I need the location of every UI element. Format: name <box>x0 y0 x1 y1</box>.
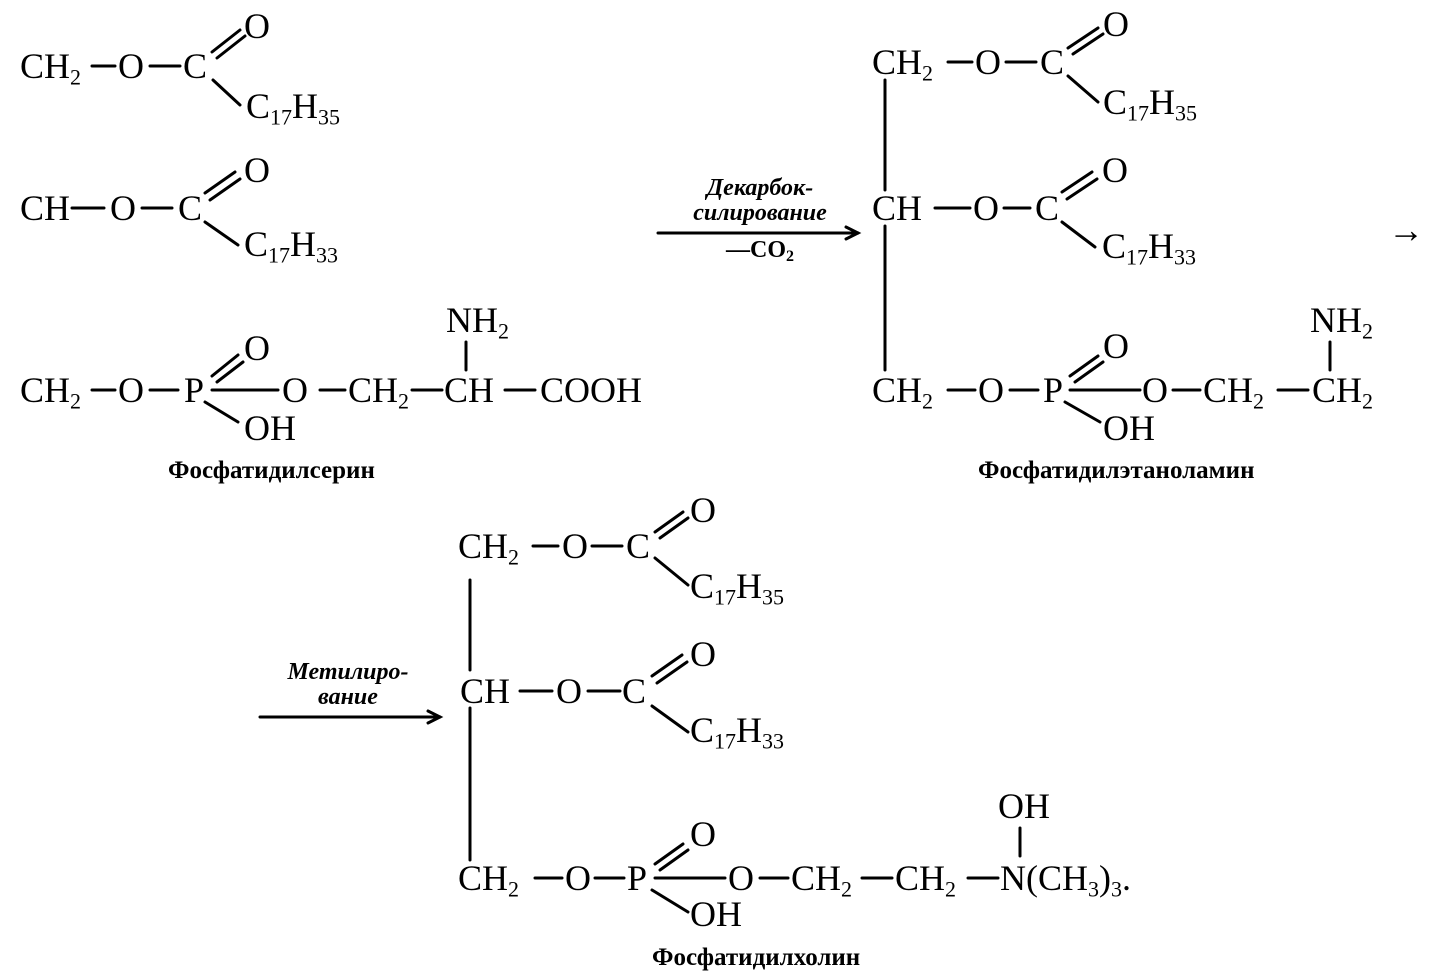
oleoyl-chain: C17H33 <box>1102 226 1197 270</box>
ch2-group: CH2 <box>872 42 934 86</box>
reaction-methylation-label: Метилиро- вание <box>287 659 409 711</box>
ester-oxygen: O <box>975 42 1001 82</box>
carbonyl-oxygen: O <box>244 150 270 190</box>
ester-oxygen: O <box>556 671 582 711</box>
oleoyl-chain: C17H33 <box>690 710 785 754</box>
phosphoryl-oxygen: O <box>1103 326 1129 366</box>
ch-group: CH <box>444 370 495 410</box>
stearoyl-chain: C17H35 <box>1103 82 1198 126</box>
compound-name-phosphatidylserine: Фосфатидилсерин <box>168 457 375 484</box>
continuation-arrow-icon: → <box>1388 210 1424 250</box>
ch2-group: CH2 <box>872 370 934 414</box>
ester-oxygen: O <box>973 188 999 228</box>
phosphate-hydroxyl: OH <box>690 894 742 934</box>
ch2-group: CH2 <box>20 46 82 90</box>
ch2-group: CH2 <box>458 858 520 902</box>
stearoyl-chain: C17H35 <box>246 86 341 130</box>
phosphate-hydroxyl: OH <box>1103 408 1155 448</box>
carbonyl-oxygen: O <box>244 6 270 46</box>
amino-group: NH2 <box>1310 300 1373 344</box>
phosphate-oxygen: O <box>978 370 1004 410</box>
carbonyl-carbon: C <box>622 671 647 711</box>
ch-group: CH <box>872 188 923 228</box>
ch2-group: CH2 <box>348 370 410 414</box>
ch2-group: CH2 <box>1312 370 1374 414</box>
amino-group: NH2 <box>446 300 509 344</box>
ch-group: CH <box>20 188 71 228</box>
carbonyl-oxygen: O <box>1102 150 1128 190</box>
stearoyl-chain: C17H35 <box>690 566 785 610</box>
carbonyl-carbon: C <box>183 46 208 86</box>
ester-oxygen: O <box>110 188 136 228</box>
phosphoryl-oxygen: O <box>690 814 716 854</box>
phosphorus: P <box>1043 370 1064 410</box>
ch-group: CH <box>460 671 511 711</box>
phosphate-hydroxyl: OH <box>244 408 296 448</box>
carbonyl-carbon: C <box>178 188 203 228</box>
carbonyl-carbon: C <box>1035 188 1060 228</box>
reaction-decarboxylation-byproduct: —CO2 <box>726 237 794 265</box>
phosphate-oxygen: O <box>728 858 754 898</box>
phosphoryl-oxygen: O <box>244 328 270 368</box>
oleoyl-chain: C17H33 <box>244 224 339 268</box>
carbonyl-oxygen: O <box>690 490 716 530</box>
trimethylammonium-group: N(CH3)3. <box>1000 858 1131 902</box>
reaction-decarboxylation-label: Декарбок- силирование <box>693 175 827 227</box>
phosphorus: P <box>627 858 648 898</box>
carboxyl-group: COOH <box>540 370 643 410</box>
phosphate-oxygen: O <box>282 370 308 410</box>
ester-oxygen: O <box>562 526 588 566</box>
ch2-group: CH2 <box>791 858 853 902</box>
carbonyl-carbon: C <box>1040 42 1065 82</box>
phosphate-oxygen: O <box>118 370 144 410</box>
compound-name-phosphatidylethanolamine: Фосфатидилэтаноламин <box>978 457 1255 484</box>
ch2-group: CH2 <box>1203 370 1265 414</box>
ch2-group: CH2 <box>895 858 957 902</box>
ch2-group: CH2 <box>20 370 82 414</box>
carbonyl-oxygen: O <box>1103 4 1129 44</box>
phosphorus: P <box>184 370 205 410</box>
compound-name-phosphatidylcholine: Фосфатидилхолин <box>652 944 861 971</box>
carbonyl-oxygen: O <box>690 634 716 674</box>
phosphate-oxygen: O <box>565 858 591 898</box>
hydroxide-group: OH <box>998 786 1050 826</box>
carbonyl-carbon: C <box>626 526 651 566</box>
phosphate-oxygen: O <box>1142 370 1168 410</box>
ch2-group: CH2 <box>458 526 520 570</box>
ester-oxygen: O <box>118 46 144 86</box>
